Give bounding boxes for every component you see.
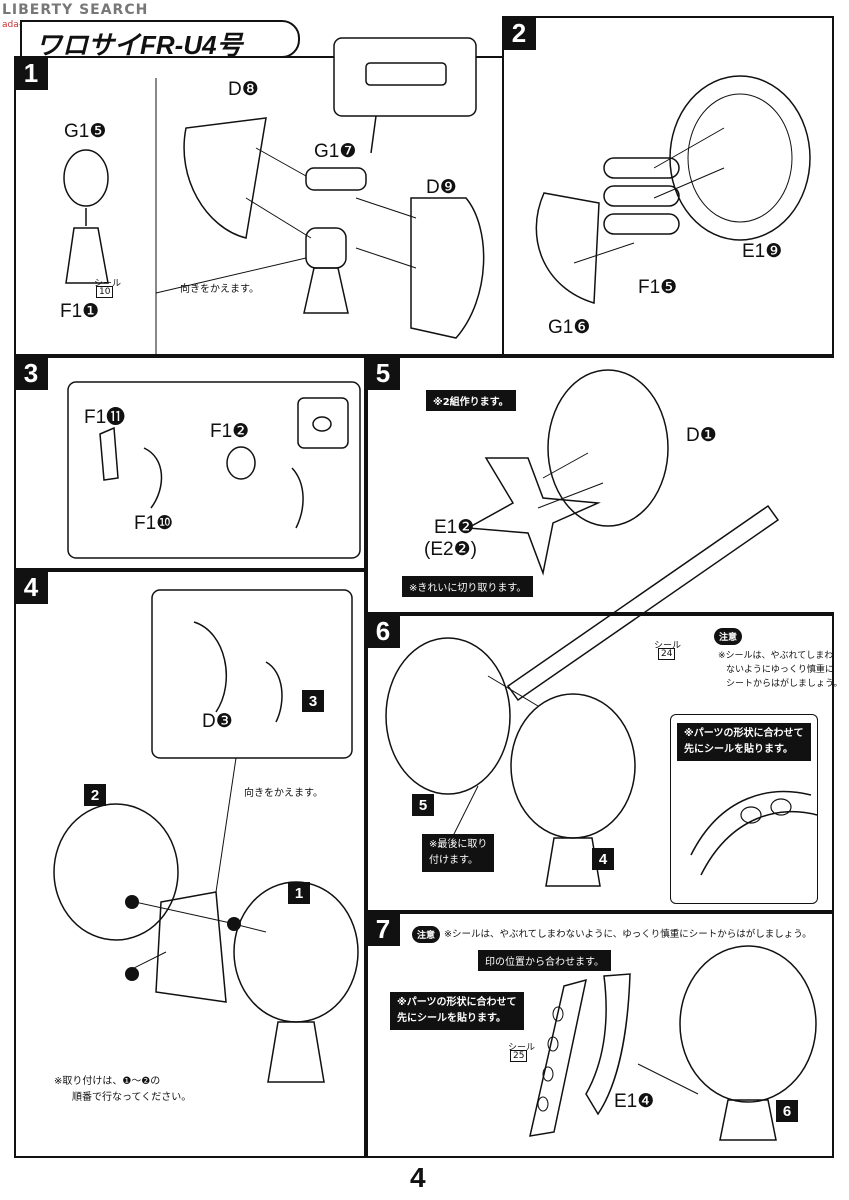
step-4-illustration <box>53 589 359 1083</box>
order-note: ※取り付けは、❶～❷の <box>54 1076 161 1087</box>
caution-badge: 注意 <box>412 926 441 943</box>
sticker-label: シール <box>508 1043 536 1053</box>
part-label: F1❶ <box>60 301 100 322</box>
step-7-illustration <box>529 945 817 1141</box>
step-number: 1 <box>14 56 48 90</box>
caution-text: シートからはがしましょう。 <box>726 679 843 689</box>
step-number: 2 <box>502 16 536 50</box>
sticker-number: 25 <box>510 1050 528 1062</box>
part-label: D❽ <box>228 79 259 100</box>
caution-text: ※シールは、やぶれてしまわないように、ゆっくり慎重にシートからはがしましょう。 <box>444 929 812 940</box>
step-1-illustration <box>63 37 485 354</box>
part-label: G1❺ <box>64 121 107 142</box>
step-2-panel: 2 G1❻ F1❺ E1❾ <box>502 16 834 356</box>
caution-text: ※シールは、やぶれてしまわ <box>718 651 834 661</box>
sticker-number: 24 <box>658 648 676 660</box>
tip-illustration <box>690 790 818 876</box>
step-note: 向きをかえます。 <box>244 788 323 799</box>
part-label: G1❻ <box>548 317 591 338</box>
part-label: D❸ <box>202 711 233 732</box>
order-note: 順番で行なってください。 <box>72 1092 192 1103</box>
tip-text: ※パーツの形状に合わせて 先にシールを貼ります。 <box>390 992 524 1030</box>
tip-text: ※パーツの形状に合わせて 先にシールを貼ります。 <box>677 723 811 761</box>
part-label: D❾ <box>426 177 457 198</box>
ref-step-5: 5 <box>412 794 434 816</box>
caution-text: ないようにゆっくり慎重に <box>726 665 834 675</box>
page-title: ワロサイFR-U4号 <box>20 20 300 60</box>
ref-step-3: 3 <box>302 690 324 712</box>
sticker-label: シール <box>654 641 682 651</box>
step-7-panel: 7 注意 ※シールは、やぶれてしまわないように、ゆっくり慎重にシートからはがしま… <box>366 912 834 1158</box>
step-number: 3 <box>14 356 48 390</box>
ref-step-2: 2 <box>84 784 106 806</box>
step-number: 4 <box>14 570 48 604</box>
note-badge: ※きれいに切り取ります。 <box>402 576 534 597</box>
step-4-panel: 4 D❸ 向きをかえます。 3 2 1 ※取り付けは、❶～❷の 順番で行なってく… <box>14 570 366 1158</box>
ref-step-4: 4 <box>592 848 614 870</box>
part-label: F1❺ <box>638 277 678 298</box>
step-2-illustration <box>535 75 811 304</box>
part-label: G1❼ <box>314 141 357 162</box>
part-label: F1❿ <box>134 513 174 534</box>
step-6-illustration <box>385 504 780 887</box>
sticker-label: シール <box>94 279 122 289</box>
tip-callout: ※パーツの形状に合わせて 先にシールを貼ります。 <box>670 714 818 904</box>
part-label: D❶ <box>686 425 717 446</box>
part-label: F1⓫ <box>84 407 126 428</box>
step-number: 7 <box>366 912 400 946</box>
step-number: 5 <box>366 356 400 390</box>
step-note: 向きをかえます。 <box>180 284 259 295</box>
ref-step-1: 1 <box>288 882 310 904</box>
step-1-panel: 1 G1❺ D❽ G1❼ D❾ F1❶ シール 10 向きをかえます。 <box>14 37 504 356</box>
step-6-panel: 6 5 4 シール 24 注意 ※シールは、やぶれてしまわ ないようにゆっくり慎… <box>366 504 842 912</box>
step-5-panel: 5 ※2組作ります。 D❶ E1❷ (E2❷) ※きれいに切り取ります。 <box>366 356 834 614</box>
page-number: 4 <box>410 1162 426 1193</box>
part-label: E1❹ <box>614 1091 655 1112</box>
note-badge: ※2組作ります。 <box>426 390 516 411</box>
part-label: (E2❷) <box>424 539 477 560</box>
step-5-illustration <box>465 369 669 576</box>
caution-badge: 注意 <box>714 628 743 645</box>
last-note: ※最後に取り 付けます。 <box>422 834 495 872</box>
step-number: 6 <box>366 614 400 648</box>
part-label: F1❷ <box>210 421 250 442</box>
part-label: E1❾ <box>742 241 783 262</box>
ref-step-6: 6 <box>776 1100 798 1122</box>
step-3-illustration <box>67 381 361 559</box>
mark-note: 印の位置から合わせます。 <box>478 950 611 971</box>
watermark: LIBERTY SEARCH <box>2 2 149 18</box>
part-label: E1❷ <box>434 517 475 538</box>
step-3-panel: 3 F1⓫ F1❷ F1❿ <box>14 356 366 570</box>
sticker-number: 10 <box>96 286 114 298</box>
